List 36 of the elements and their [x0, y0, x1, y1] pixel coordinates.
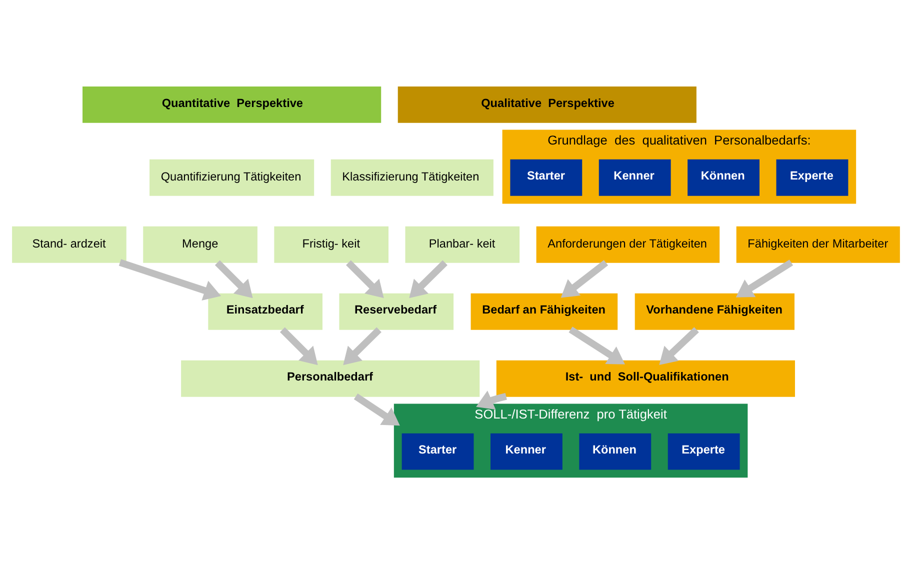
arrow [354, 393, 400, 426]
arrow [118, 258, 222, 300]
node-box: Fähigkeiten der Mitarbeiter [736, 226, 900, 262]
node-box: Reservebedarf [339, 292, 454, 330]
node-box: Können [579, 432, 652, 470]
arrow [280, 326, 318, 365]
arrow [659, 326, 699, 364]
node-box: Einsatzbedarf [208, 292, 322, 330]
node-box: Vorhandene Fähigkeiten [634, 292, 794, 330]
arrow [343, 326, 382, 365]
node-box: Klassifizierung Tätigkeiten [330, 158, 494, 196]
node-box: Personalbedarf [181, 360, 480, 396]
arrow [568, 326, 625, 364]
arrow [346, 260, 384, 298]
node-box: Starter [510, 158, 582, 196]
node-box: Kenner [598, 158, 671, 196]
node-box: Stand- ardzeit [12, 226, 126, 262]
node-box: Experte [668, 432, 740, 470]
node-box: Anforderungen der Tätigkeiten [536, 226, 720, 262]
node-box: Menge [143, 226, 258, 262]
arrow [409, 260, 448, 298]
node-box: Starter [402, 432, 474, 470]
node-box: Fristig- keit [274, 226, 388, 262]
arrow [214, 260, 253, 298]
node-box: Planbar- keit [405, 226, 520, 262]
node-box: Qualitative Perspektive [398, 86, 696, 122]
node-box: Experte [776, 158, 848, 196]
node-box: Kenner [490, 432, 562, 470]
node-box: Bedarf an Fähigkeiten [470, 292, 618, 330]
node-box: Ist- und Soll-Qualifikationen [496, 360, 795, 396]
node-box: Quantitative Perspektive [82, 86, 382, 122]
arrow [560, 259, 608, 298]
node-box: Quantifizierung Tätigkeiten [150, 158, 314, 196]
arrow [476, 390, 507, 410]
arrow [736, 259, 794, 297]
node-box: Können [688, 158, 760, 196]
